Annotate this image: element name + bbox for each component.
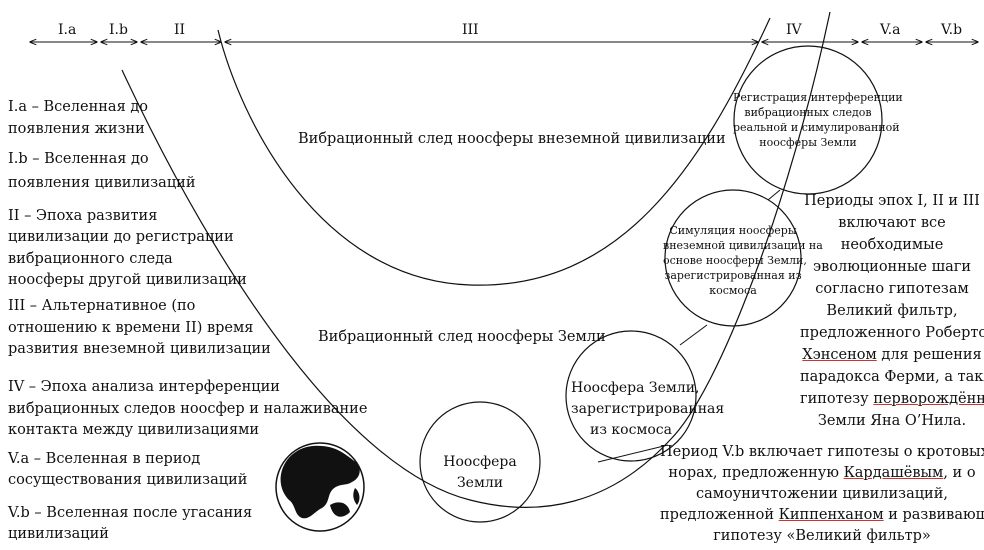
earth-trace-label: Вибрационный след ноосферы Земли (318, 329, 606, 345)
period-label-Ib: I.b (109, 22, 128, 38)
period-label-II: II (174, 22, 186, 38)
period-label-Vb: V.b (941, 22, 963, 38)
kardashev-link[interactable]: Кардашёвым (843, 465, 944, 481)
registered-noosphere-label: Ноосфера Земли, зарегистрированная из ко… (571, 380, 725, 438)
interference-label: Регистрация интерференции вибрационных с… (733, 91, 903, 149)
firstborn-earth-link[interactable]: перворождённой (873, 391, 984, 407)
hanson-link[interactable]: Хэнсеном (802, 347, 877, 363)
bottom-note: Период V.b включает гипотезы о кротовых … (660, 444, 984, 544)
globe-icon (275, 442, 365, 532)
simulation-label: Симуляция ноосферы внеземной цивилизации… (663, 224, 823, 297)
interference-circle (733, 45, 883, 195)
registered-noosphere-circle (565, 330, 697, 462)
simulation-circle (664, 189, 802, 327)
earth-trace-curve (121, 11, 831, 508)
period-label-III: III (462, 22, 479, 38)
connectors (597, 189, 781, 463)
period-label-Ia: I.a (58, 22, 77, 38)
right-note: Периоды эпох I, II и III включают все не… (800, 190, 984, 432)
earth-noosphere-label: Ноосфера Земли (443, 454, 517, 491)
earth-noosphere-circle (419, 401, 541, 523)
alien-trace-label: Вибрационный след ноосферы внеземной цив… (298, 131, 726, 147)
kippenhahn-link[interactable]: Киппенханом (778, 507, 884, 523)
period-label-Va: V.a (880, 22, 901, 38)
alien-trace-curve (217, 17, 771, 286)
period-label-IV: IV (786, 22, 802, 38)
